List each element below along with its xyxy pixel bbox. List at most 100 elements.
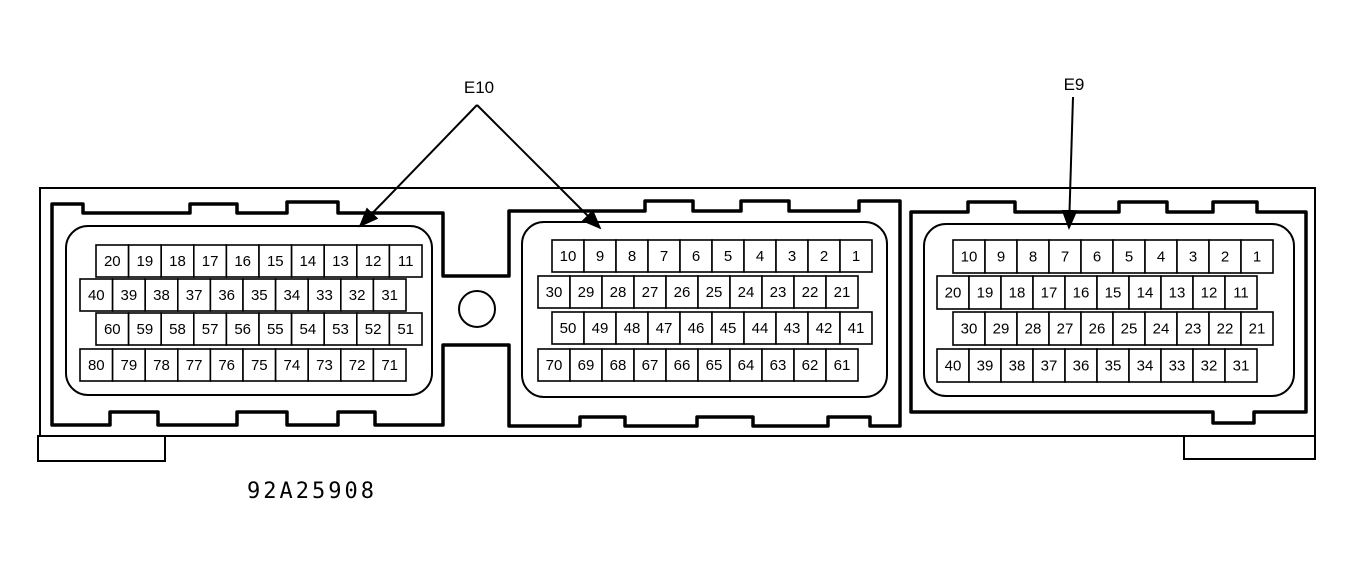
pin-number: 73 xyxy=(316,357,333,374)
pin-cell xyxy=(697,275,731,309)
e10-right-pin-4: 4 xyxy=(743,239,777,273)
e9-pin-11: 11 xyxy=(1224,275,1258,310)
pin-number: 76 xyxy=(218,357,235,374)
pin-number: 67 xyxy=(642,357,659,374)
e10-left-pin-71: 71 xyxy=(372,348,407,382)
pin-number: 53 xyxy=(332,321,349,338)
e10-right-pin-43: 43 xyxy=(775,311,809,345)
e9-pin-40: 40 xyxy=(936,348,970,383)
pin-number: 22 xyxy=(802,284,819,301)
pin-cell xyxy=(615,239,649,273)
pin-cell xyxy=(1128,275,1162,310)
pin-number: 37 xyxy=(186,287,203,304)
pin-number: 30 xyxy=(546,284,563,301)
e9-pin-34: 34 xyxy=(1128,348,1162,383)
pin-cell xyxy=(388,244,423,278)
pin-cell xyxy=(290,244,326,278)
pin-number: 34 xyxy=(284,287,301,304)
e10-left-pin-36: 36 xyxy=(209,278,244,312)
pin-cell xyxy=(1208,239,1242,274)
pin-number: 15 xyxy=(1105,285,1122,302)
e9-pin-16: 16 xyxy=(1064,275,1098,310)
e10-right-pin-67: 67 xyxy=(633,348,667,382)
pin-number: 5 xyxy=(724,248,732,265)
pin-number: 14 xyxy=(300,253,317,270)
e9-pin-26: 26 xyxy=(1080,311,1114,346)
e10-right-pin-41: 41 xyxy=(839,311,873,345)
pin-number: 56 xyxy=(234,321,251,338)
pin-cell xyxy=(177,348,212,382)
e10-left-pin-58: 58 xyxy=(160,312,195,346)
pin-cell xyxy=(1064,275,1098,310)
e10-left-pin-37: 37 xyxy=(177,278,212,312)
pin-cell xyxy=(665,275,699,309)
e9-pin-24: 24 xyxy=(1144,311,1178,346)
pin-number: 55 xyxy=(267,321,284,338)
pin-cell xyxy=(569,275,603,309)
e10-right-pin-8: 8 xyxy=(615,239,649,273)
pin-number: 27 xyxy=(642,284,659,301)
e10-right-pin-21: 21 xyxy=(825,275,859,309)
pin-cell xyxy=(647,311,681,345)
e10-right-pin-68: 68 xyxy=(601,348,635,382)
pin-cell xyxy=(225,312,260,346)
pin-cell xyxy=(825,348,859,382)
e10-left-pin-33: 33 xyxy=(307,278,342,312)
pin-number: 43 xyxy=(784,320,801,337)
pin-cell xyxy=(1208,311,1242,346)
pin-number: 39 xyxy=(121,287,138,304)
e10-left-pin-77: 77 xyxy=(177,348,212,382)
pin-number: 11 xyxy=(1233,285,1249,302)
e10-left-pin-40: 40 xyxy=(79,278,114,312)
pin-cell xyxy=(1240,311,1274,346)
pin-number: 9 xyxy=(596,248,604,265)
pin-cell xyxy=(537,348,571,382)
pin-number: 39 xyxy=(977,358,994,375)
pin-number: 8 xyxy=(1029,249,1037,266)
pin-number: 21 xyxy=(1249,321,1266,338)
pin-number: 47 xyxy=(656,320,673,337)
pin-number: 24 xyxy=(738,284,755,301)
e10-right-pin-26: 26 xyxy=(665,275,699,309)
pin-number: 57 xyxy=(202,321,219,338)
pin-number: 41 xyxy=(848,320,865,337)
e10-left-pin-78: 78 xyxy=(144,348,179,382)
pin-number: 21 xyxy=(834,284,851,301)
pin-cell xyxy=(127,312,163,346)
e10-left-pin-74: 74 xyxy=(274,348,310,382)
pin-number: 49 xyxy=(592,320,609,337)
pin-cell xyxy=(729,348,763,382)
e10-left-pin-53: 53 xyxy=(323,312,358,346)
e10-left-pin-38: 38 xyxy=(144,278,179,312)
e10-right-pin-42: 42 xyxy=(807,311,841,345)
pin-cell xyxy=(743,239,777,273)
pin-cell xyxy=(793,275,827,309)
pin-number: 69 xyxy=(578,357,595,374)
e10-label: E10 xyxy=(464,78,494,97)
e10-right-pin-70: 70 xyxy=(537,348,571,382)
pin-number: 31 xyxy=(381,287,398,304)
e10-left-pin-59: 59 xyxy=(127,312,163,346)
e9-pin-19: 19 xyxy=(968,275,1002,310)
e9-callout-arrow xyxy=(1061,96,1078,230)
e10-left-pin-75: 75 xyxy=(242,348,277,382)
e9-pin-5: 5 xyxy=(1112,239,1146,274)
e9-pin-10: 10 xyxy=(952,239,986,274)
e9-pin-4: 4 xyxy=(1144,239,1178,274)
e10-left-pin-11: 11 xyxy=(388,244,423,278)
pin-number: 33 xyxy=(316,287,333,304)
pin-number: 78 xyxy=(153,357,170,374)
pin-cell xyxy=(95,244,130,278)
e10-right-pin-23: 23 xyxy=(761,275,795,309)
pin-cell xyxy=(679,239,713,273)
pin-cell xyxy=(968,275,1002,310)
e10-right-pin-66: 66 xyxy=(665,348,699,382)
pin-number: 74 xyxy=(284,357,301,374)
e10-left-pin-31: 31 xyxy=(372,278,407,312)
pin-number: 38 xyxy=(1009,358,1026,375)
pin-number: 79 xyxy=(121,357,138,374)
e10-right-pin-48: 48 xyxy=(615,311,649,345)
e10-left-pin-51: 51 xyxy=(388,312,423,346)
